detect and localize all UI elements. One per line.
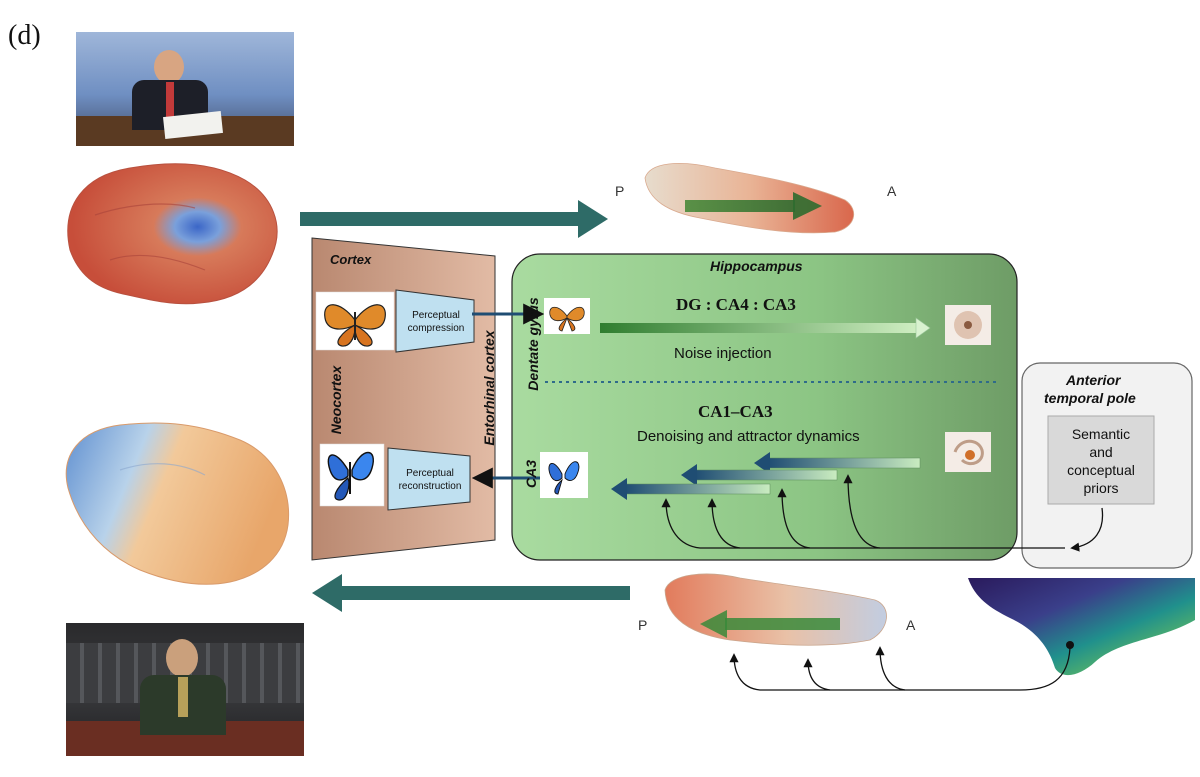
dg-heading: DG : CA4 : CA3	[676, 295, 796, 314]
backward-teal-arrow	[312, 574, 630, 612]
dg-butterfly-thumbnail	[544, 298, 590, 334]
brain-surface-top	[67, 163, 278, 305]
panel-label: (d)	[8, 20, 41, 51]
brain-surface-bottom	[65, 422, 290, 585]
dentate-gyrus-label: Dentate gyrus	[525, 297, 541, 391]
reconstruction-label: Perceptual reconstruction	[398, 468, 462, 492]
hippocampus-slice-bottom	[664, 573, 887, 646]
neocortex-label: Neocortex	[328, 365, 344, 435]
forward-teal-arrow	[300, 200, 608, 238]
semantic-priors-box	[1047, 415, 1155, 505]
perceptual-compression-box	[395, 289, 475, 353]
entorhinal-label: Entorhinal cortex	[481, 330, 497, 446]
ca1-heading: CA1–CA3	[698, 402, 773, 421]
butterfly-monarch-photo	[315, 291, 395, 351]
temporal-pole-map	[968, 578, 1195, 676]
priors-feedback-curves	[661, 474, 1104, 552]
compression-label: Perceptual compression	[407, 310, 465, 334]
attractor-arrows	[611, 452, 921, 500]
noise-image-thumbnail	[945, 305, 991, 345]
posterior-label-bottom: P	[638, 617, 648, 633]
temporal-pole-feedback-curves	[729, 646, 1071, 691]
hippocampus-title: Hippocampus	[710, 258, 803, 274]
news-anchor-photo-bottom	[66, 623, 304, 756]
butterfly-blue-photo	[319, 443, 385, 507]
anterior-label-bottom: A	[906, 617, 916, 633]
noise-injection-label: Noise injection	[674, 345, 772, 362]
denoising-label: Denoising and attractor dynamics	[637, 428, 860, 445]
attractor-image-thumbnail	[945, 432, 991, 472]
perceptual-reconstruction-box	[387, 447, 471, 511]
ca3-butterfly-thumbnail	[540, 452, 588, 498]
news-anchor-photo-top	[76, 32, 294, 146]
atp-title-line1: Anterior	[1066, 372, 1121, 388]
anterior-label-top: A	[887, 183, 897, 199]
dg-forward-arrow	[600, 317, 931, 339]
posterior-label-top: P	[615, 183, 625, 199]
hippocampus-slice-top	[644, 163, 855, 234]
semantic-priors-label: Semantic and conceptual priors	[1067, 426, 1135, 496]
ca3-side-label: CA3	[523, 460, 539, 489]
atp-title-line2: temporal pole	[1044, 390, 1136, 406]
cortex-title: Cortex	[330, 252, 372, 267]
